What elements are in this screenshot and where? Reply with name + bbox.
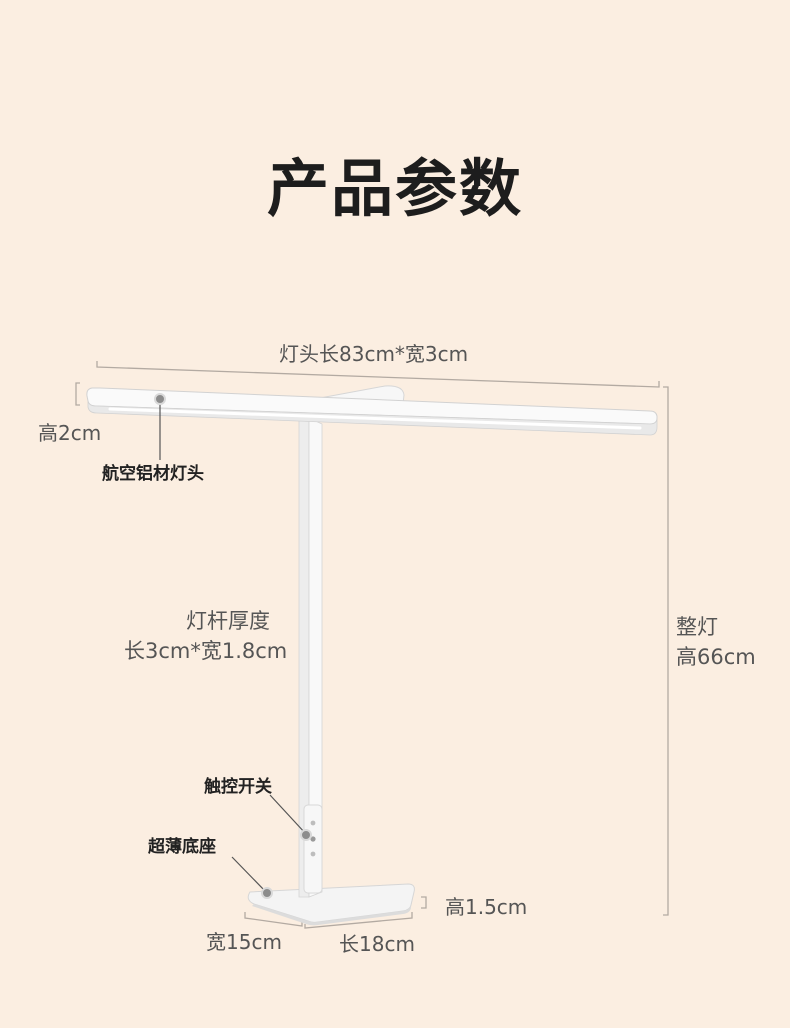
thin-base-label: 超薄底座 xyxy=(148,837,216,857)
switch-icon-bottom xyxy=(310,851,316,857)
base-width-label: 宽15cm xyxy=(206,930,282,954)
head-material-dot xyxy=(154,393,166,405)
power-icon xyxy=(310,836,316,842)
total-height-dim xyxy=(663,386,669,916)
callouts xyxy=(159,399,307,893)
base-leader xyxy=(231,856,267,893)
pole-thickness-label-1: 灯杆厚度 xyxy=(186,609,270,633)
lamp-base xyxy=(247,883,415,926)
switch-icon-top xyxy=(310,820,316,826)
base-dot xyxy=(261,887,273,899)
base-height-label: 高1.5cm xyxy=(445,895,528,919)
head-height-label: 高2cm xyxy=(38,421,102,445)
touch-switch-dot xyxy=(300,829,312,841)
light-strip xyxy=(108,407,642,430)
dimension-lines xyxy=(75,361,669,929)
base-width-dim xyxy=(244,912,303,927)
total-height-label-2: 高66cm xyxy=(676,645,756,669)
touch-switch-panel xyxy=(303,804,323,894)
touch-switch-leader xyxy=(269,794,307,835)
page-title: 产品参数 xyxy=(266,152,523,225)
lamp-pole xyxy=(298,417,323,898)
touch-switch-label: 触控开关 xyxy=(204,777,272,797)
base-length-dim xyxy=(304,912,413,929)
head-size-label: 灯头长83cm*宽3cm xyxy=(279,342,469,366)
base-height-dim xyxy=(421,896,427,909)
head-material-label: 航空铝材灯头 xyxy=(102,464,204,484)
pole-thickness-label-2: 长3cm*宽1.8cm xyxy=(124,639,288,663)
head-length-dim xyxy=(96,361,660,388)
lamp-head xyxy=(86,385,658,436)
head-height-dim xyxy=(75,382,80,406)
base-length-label: 长18cm xyxy=(339,932,415,956)
total-height-label-1: 整灯 xyxy=(676,615,718,639)
